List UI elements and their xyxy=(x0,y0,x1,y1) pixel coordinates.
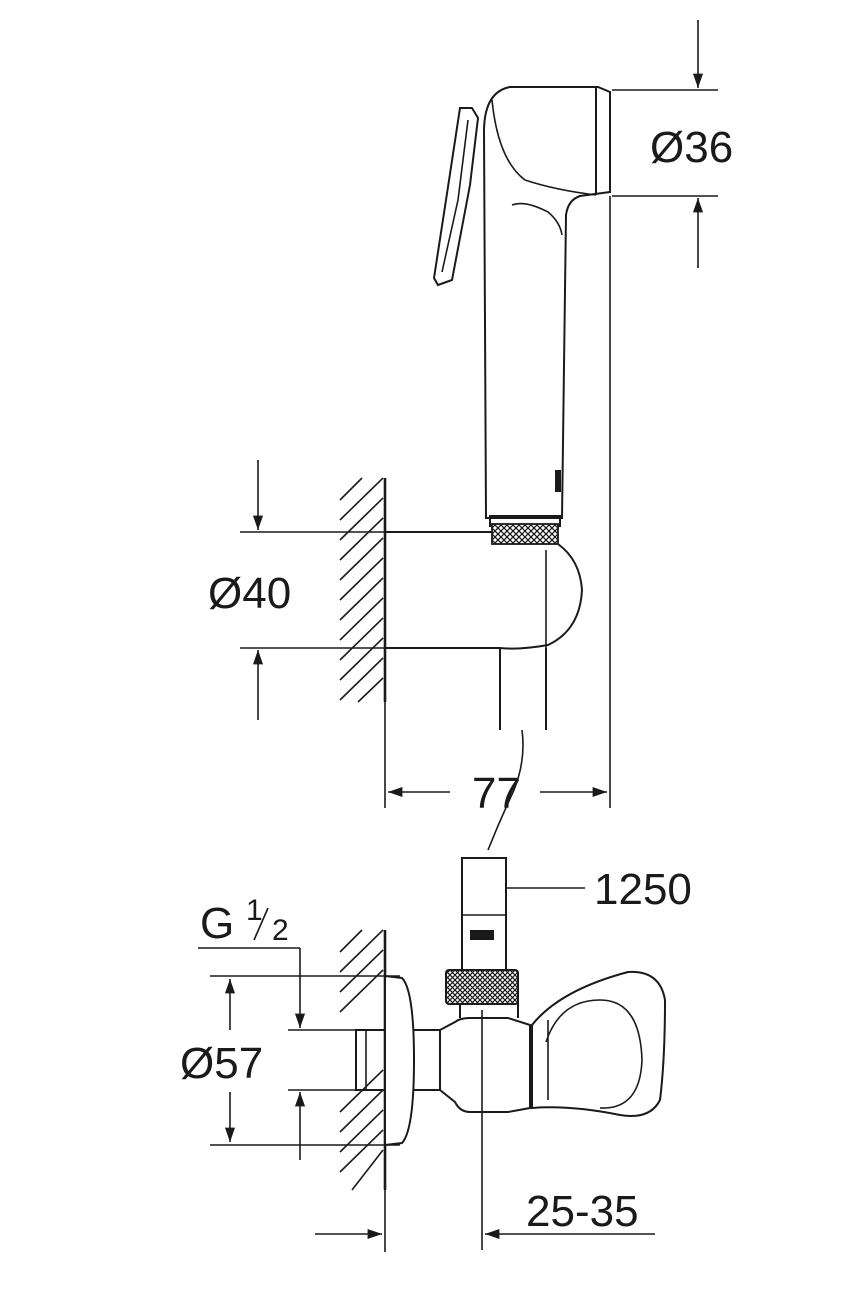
upper-wall-hatching xyxy=(339,477,387,703)
label-hose-length: 1250 xyxy=(594,865,692,914)
dimension-holder-projection: 77 xyxy=(384,196,611,818)
wall-holder xyxy=(385,531,584,851)
dimension-holder-diameter: Ø40 xyxy=(208,460,385,720)
dimension-hose-length: 1250 xyxy=(507,865,692,914)
label-thread-denominator: 2 xyxy=(272,914,289,947)
hand-spray xyxy=(432,86,611,545)
dimension-valve-projection: 25-35 xyxy=(315,1187,655,1252)
dimension-rosette-diameter: Ø57 xyxy=(180,975,400,1146)
label-thread-numerator: 1 xyxy=(246,894,263,927)
lower-wall-hatching xyxy=(339,929,387,1191)
label-holder-diameter: Ø40 xyxy=(208,569,291,618)
label-thread-main: G xyxy=(200,899,234,948)
label-rosette-diameter: Ø57 xyxy=(180,1039,263,1088)
dimension-thread-size: G 1 2 xyxy=(198,894,356,1160)
label-holder-projection: 77 xyxy=(472,769,521,818)
angle-valve xyxy=(355,857,667,1250)
label-spray-diameter: Ø36 xyxy=(650,123,733,172)
dimension-spray-diameter: Ø36 xyxy=(612,20,733,268)
label-valve-projection: 25-35 xyxy=(526,1187,639,1236)
